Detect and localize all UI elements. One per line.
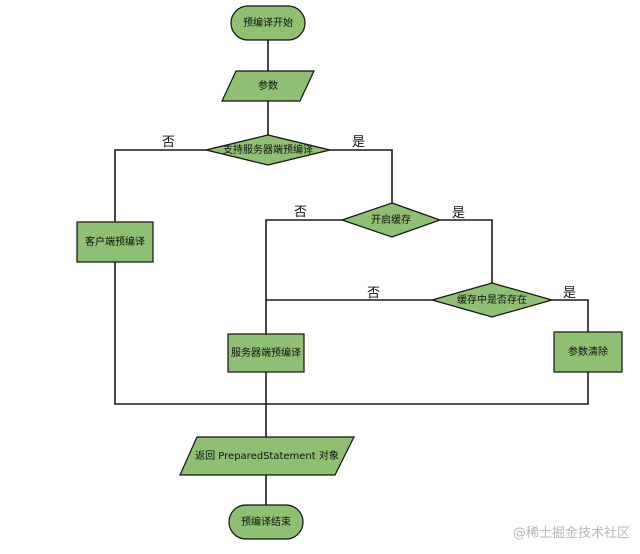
start-node: 预编译开始 (230, 5, 306, 41)
edges (114, 40, 589, 505)
in-cache-label: 缓存中是否存在 (457, 293, 527, 306)
start-label: 预编译开始 (243, 16, 293, 29)
support-no-label: 否 (162, 135, 175, 150)
exists-no-label: 否 (367, 286, 380, 301)
edge-support-no (114, 149, 206, 222)
edge-cache-yes (440, 219, 493, 283)
edge-clear-merge (266, 372, 589, 405)
in-cache-decision: 缓存中是否存在 (429, 282, 555, 318)
server-support-label: 支持服务器端预编译 (223, 143, 313, 156)
params-node: 参数 (221, 70, 315, 102)
edge-cache-no (265, 219, 342, 334)
client-precompile-label: 客户端预编译 (85, 235, 145, 248)
return-label: 返回 PreparedStatement 对象 (195, 449, 339, 462)
end-label: 预编译结束 (241, 515, 291, 528)
watermark: @稀土掘金技术社区 (513, 525, 630, 541)
end-node: 预编译结束 (228, 504, 304, 540)
params-label: 参数 (258, 79, 278, 92)
exists-yes-label: 是 (563, 286, 576, 301)
cache-enabled-label: 开启缓存 (371, 213, 411, 226)
server-precompile-node: 服务器端预编译 (227, 333, 305, 373)
edge-client-merge (114, 262, 266, 405)
edge-exists-yes (552, 299, 589, 332)
cache-no-label: 否 (294, 205, 307, 220)
param-clear-node: 参数清除 (553, 331, 623, 373)
support-yes-label: 是 (352, 135, 365, 150)
return-node: 返回 PreparedStatement 对象 (179, 436, 355, 476)
client-precompile-node: 客户端预编译 (76, 221, 154, 263)
server-precompile-label: 服务器端预编译 (231, 346, 301, 359)
cache-yes-label: 是 (452, 206, 465, 221)
server-support-decision: 支持服务器端预编译 (205, 134, 331, 166)
edge-support-yes (330, 149, 393, 203)
param-clear-label: 参数清除 (568, 345, 608, 358)
cache-enabled-decision: 开启缓存 (340, 202, 442, 238)
